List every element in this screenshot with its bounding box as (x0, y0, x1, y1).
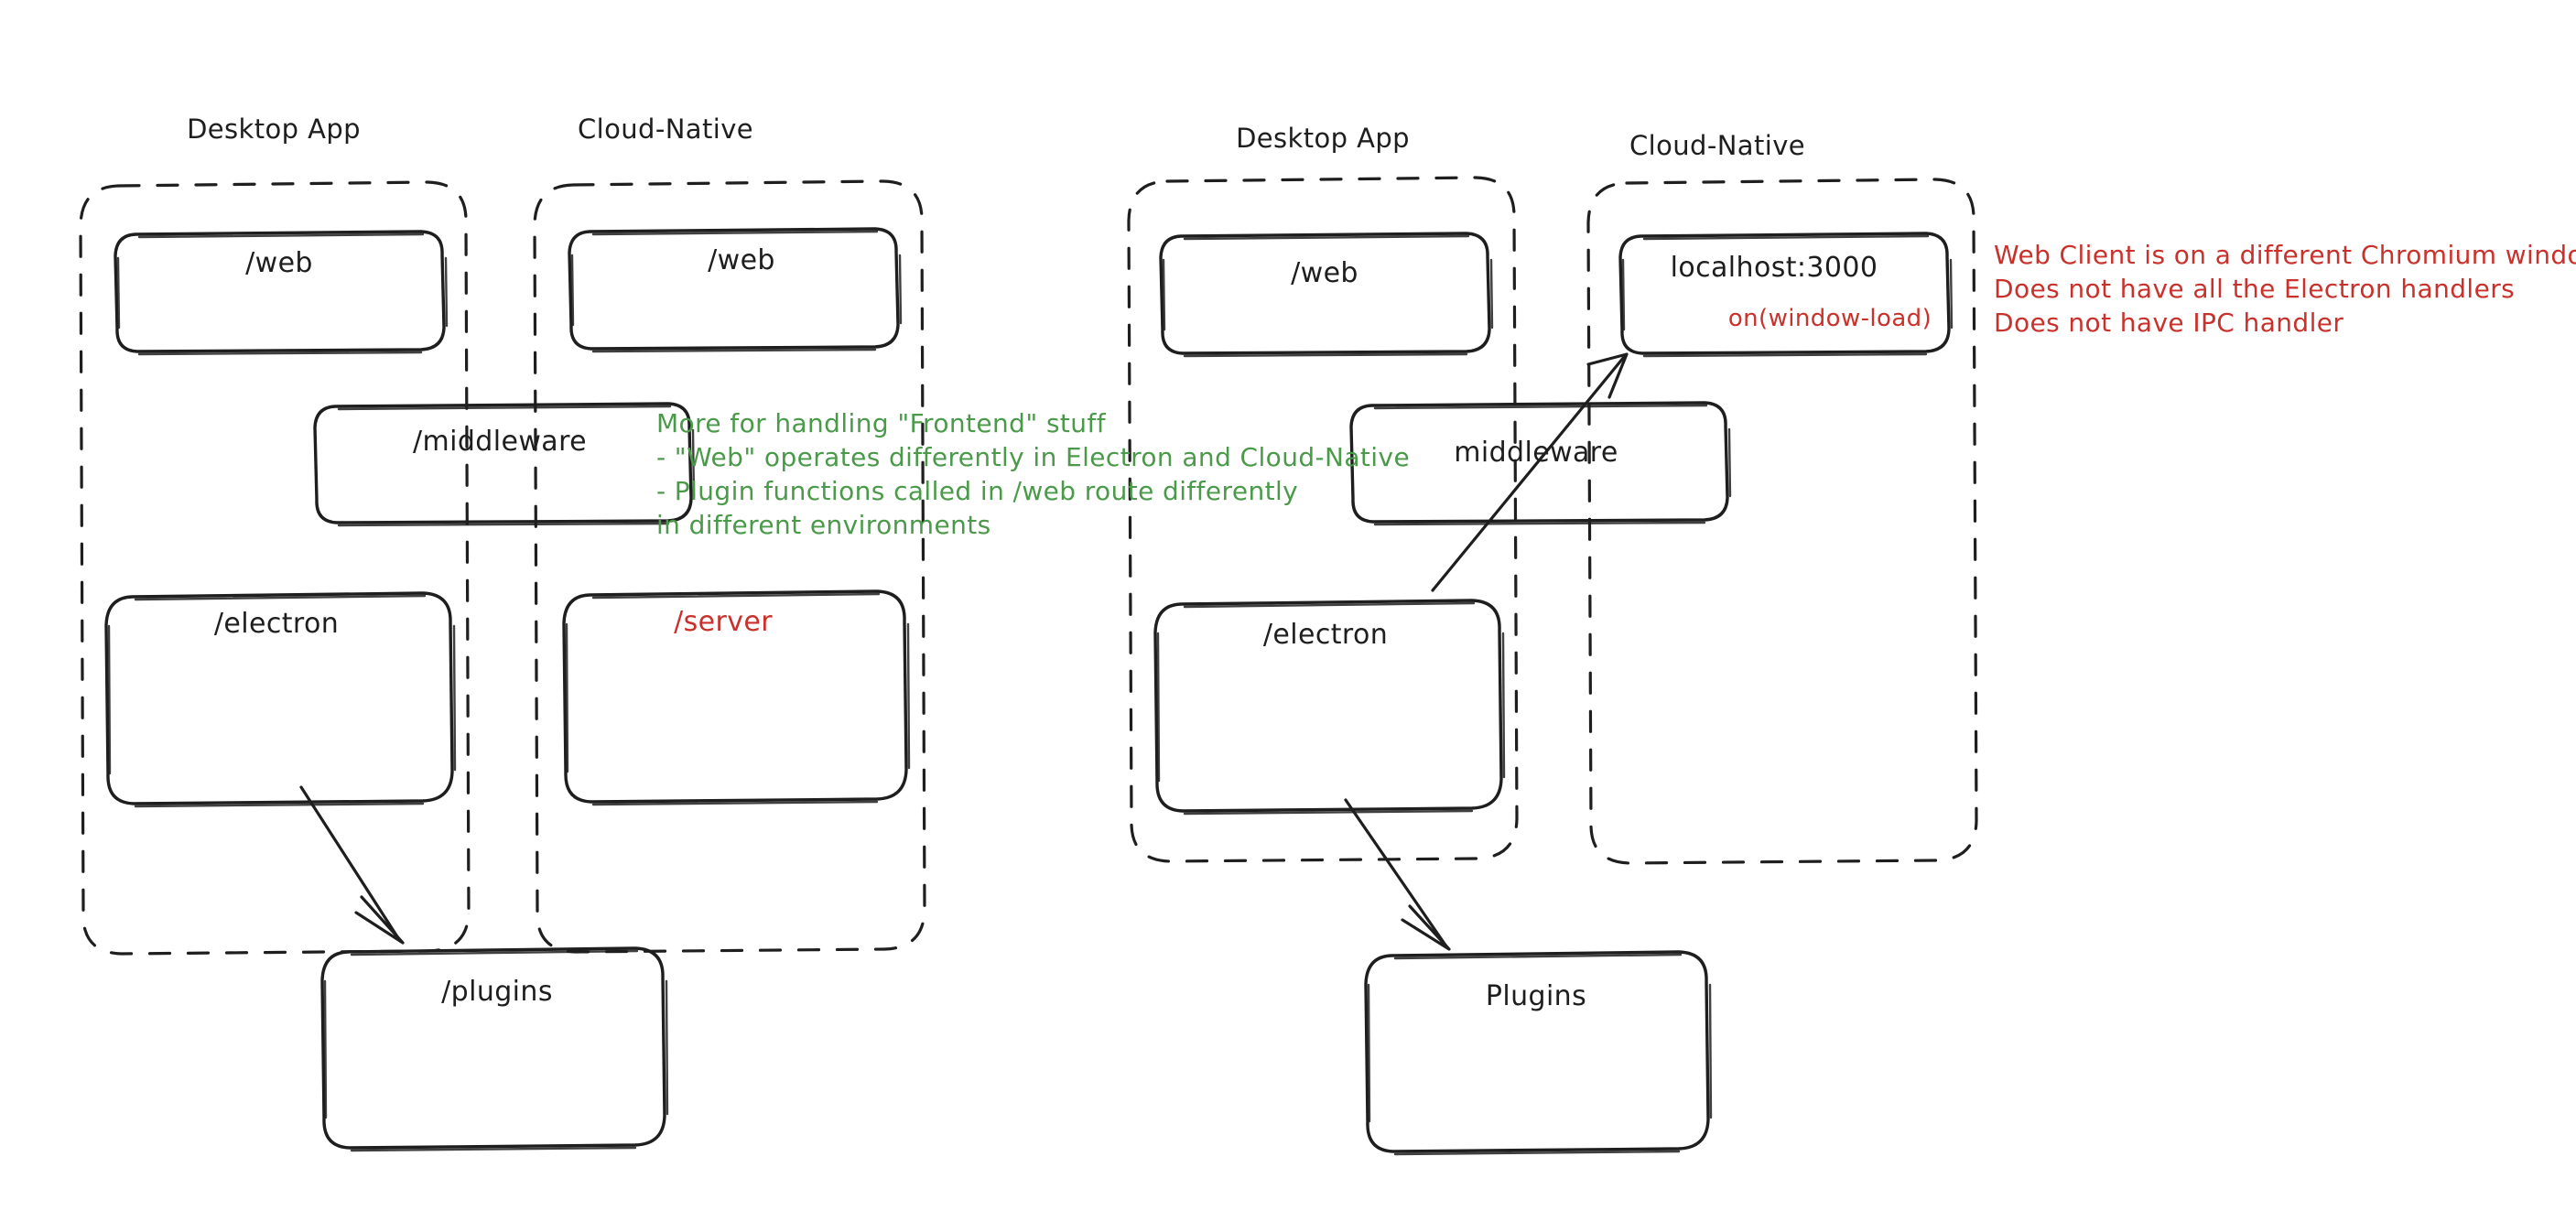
node-right-middleware (1349, 401, 1732, 526)
node-right-electron (1153, 599, 1506, 816)
node-sublabel-right-localhost-onwindowload: on(window-load) (1727, 305, 1932, 332)
node-left-electron (104, 591, 457, 808)
node-label-left-electron: /electron (213, 608, 340, 640)
node-left-plugins (320, 946, 669, 1152)
edge-right-electron-to-localhost (1431, 352, 1629, 592)
annotation-green-frontend-note: More for handling "Frontend" stuff - "We… (656, 408, 1411, 540)
node-label-left-web-cloud: /web (708, 244, 775, 276)
node-left-web-cloud (568, 227, 903, 353)
node-label-left-middleware: /middleware (413, 426, 587, 458)
node-label-right-plugins: Plugins (1485, 980, 1587, 1012)
edge-left-electron-to-plugins (299, 785, 405, 945)
group-label-left-desktop-app: Desktop App (187, 113, 361, 145)
node-label-left-plugins: /plugins (441, 976, 553, 1008)
node-label-left-server: /server (674, 606, 773, 638)
node-label-right-middleware: middleware (1454, 437, 1618, 469)
group-right-desktop-app (1127, 176, 1519, 863)
group-left-cloud-native (533, 179, 926, 954)
group-label-right-desktop-app: Desktop App (1236, 123, 1410, 154)
node-label-right-electron: /electron (1262, 619, 1389, 651)
annotation-red-web-client-note: Web Client is on a different Chromium wi… (1994, 240, 2576, 338)
node-label-left-web-desktop: /web (245, 247, 313, 279)
node-label-right-localhost: localhost:3000 (1670, 252, 1878, 284)
node-right-plugins (1364, 950, 1713, 1156)
node-left-middleware (313, 402, 696, 527)
edge-right-electron-to-plugins (1344, 798, 1451, 951)
group-label-right-cloud-native: Cloud-Native (1629, 130, 1805, 161)
group-right-cloud-native (1586, 178, 1978, 865)
group-left-desktop-app (79, 180, 471, 956)
node-right-web (1159, 232, 1494, 358)
node-left-web-desktop (114, 230, 449, 356)
group-label-left-cloud-native: Cloud-Native (578, 113, 753, 145)
node-left-server (562, 589, 911, 806)
node-label-right-web: /web (1291, 257, 1358, 289)
node-right-localhost (1618, 232, 1954, 358)
